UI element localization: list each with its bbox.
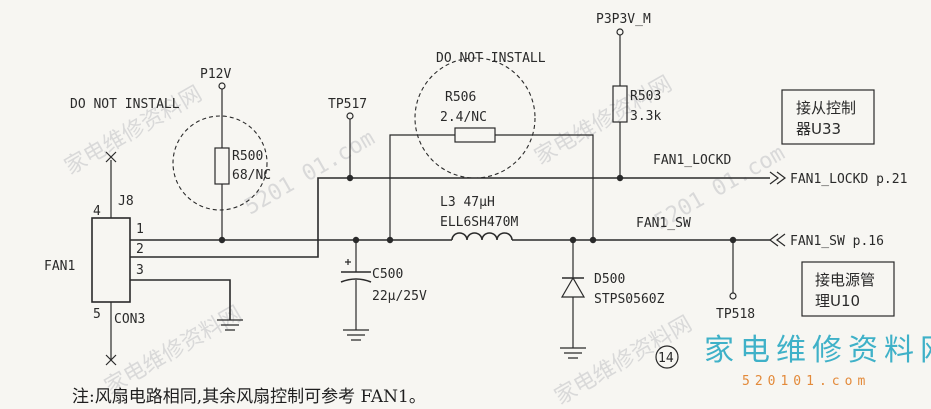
component-ref: R506 <box>445 90 476 105</box>
connector-type: CON3 <box>114 312 145 327</box>
ground-icon <box>560 347 586 359</box>
brand-watermark: 家电维修资料网 520101.com <box>704 333 931 389</box>
connector-name: FAN1 <box>44 259 75 274</box>
resistor-r503: P3P3V_M R503 3.3k <box>596 12 661 182</box>
power-rail-icon <box>218 82 226 90</box>
ground-icon <box>217 319 243 331</box>
no-connect-icon <box>105 151 117 163</box>
offpage-in-icon <box>769 233 786 247</box>
connector-ref: J8 <box>118 194 134 209</box>
note-box-u33: 接从控制 器U33 <box>781 89 875 145</box>
power-rail-icon <box>616 28 624 36</box>
pin-number: 3 <box>136 263 144 278</box>
pin-number: 4 <box>93 204 101 219</box>
capacitor-c500: C500 22μ/25V <box>340 236 427 341</box>
testpoint-label: TP518 <box>716 307 755 322</box>
pin-number: 5 <box>93 307 101 322</box>
box-text: 理U10 <box>815 292 860 310</box>
net-labels: FAN1_LOCKD FAN1_LOCKD p.21 FAN1_SW FAN1_… <box>636 153 907 249</box>
polarity-plus-icon <box>345 259 351 265</box>
box-text: 接从控制 <box>796 99 856 117</box>
box-text: 接电源管 <box>815 271 875 289</box>
component-value: 3.3k <box>630 109 661 124</box>
offpage-ref: FAN1_SW p.16 <box>790 234 884 249</box>
rail-label: P12V <box>200 67 231 82</box>
component-part: STPS0560Z <box>594 292 665 307</box>
diode-d500: D500 STPS0560Z <box>560 236 665 359</box>
watermark-text: 家电维修资料网 <box>551 312 697 409</box>
component-value: 22μ/25V <box>372 289 427 304</box>
net-label: FAN1_SW <box>636 216 691 231</box>
connector-j8: J8 4 1 2 3 5 CON3 FAN1 <box>44 151 145 366</box>
testpoint-tp518: TP518 <box>716 236 755 322</box>
component-value: 68/NC <box>232 168 271 183</box>
pin-number: 2 <box>136 242 144 257</box>
do-not-install-outline <box>414 57 536 179</box>
do-not-install-outline <box>172 115 268 211</box>
page-number: 14 <box>658 351 674 366</box>
box-text: 器U33 <box>796 120 841 138</box>
testpoint-tp517: TP517 <box>328 97 367 182</box>
offpage-ref: FAN1_LOCKD p.21 <box>790 172 907 187</box>
component-ref: C500 <box>372 267 403 282</box>
rail-label: P3P3V_M <box>596 12 651 27</box>
resistor-r506: R506 2.4/NC DO NOT INSTALL <box>386 51 594 244</box>
net-label: FAN1_LOCKD <box>653 153 731 168</box>
component-value: 2.4/NC <box>440 110 487 125</box>
testpoint-label: TP517 <box>328 97 367 112</box>
pin-number: 1 <box>136 222 144 237</box>
brand-logo-text: 家电维修资料网 <box>704 333 931 368</box>
brand-url: 520101.com <box>742 374 870 389</box>
page-mark: 14 <box>655 345 679 369</box>
note-box-u10: 接电源管 理U10 <box>801 261 895 317</box>
dni-label: DO NOT INSTALL <box>436 51 546 66</box>
component-ref: L3 47μH <box>440 195 495 210</box>
diode-icon <box>560 276 586 298</box>
resistor-r500: P12V DO NOT INSTALL R500 68/NC <box>70 67 271 244</box>
footnote: 注:风扇电路相同,其余风扇控制可参考 FAN1。 <box>72 387 426 407</box>
inductor-l3: L3 47μH ELL6SH470M <box>390 195 770 241</box>
component-ref: R500 <box>232 149 263 164</box>
inductor-coil-icon <box>451 232 513 241</box>
no-connect-icon <box>105 354 117 366</box>
component-ref: R503 <box>630 89 661 104</box>
offpage-out-icon <box>769 171 786 185</box>
testpoint-icon <box>346 112 354 120</box>
component-part: ELL6SH470M <box>440 215 518 230</box>
dni-label: DO NOT INSTALL <box>70 97 180 112</box>
component-ref: D500 <box>594 272 625 287</box>
ground-icon <box>343 329 369 341</box>
testpoint-icon <box>729 292 737 300</box>
